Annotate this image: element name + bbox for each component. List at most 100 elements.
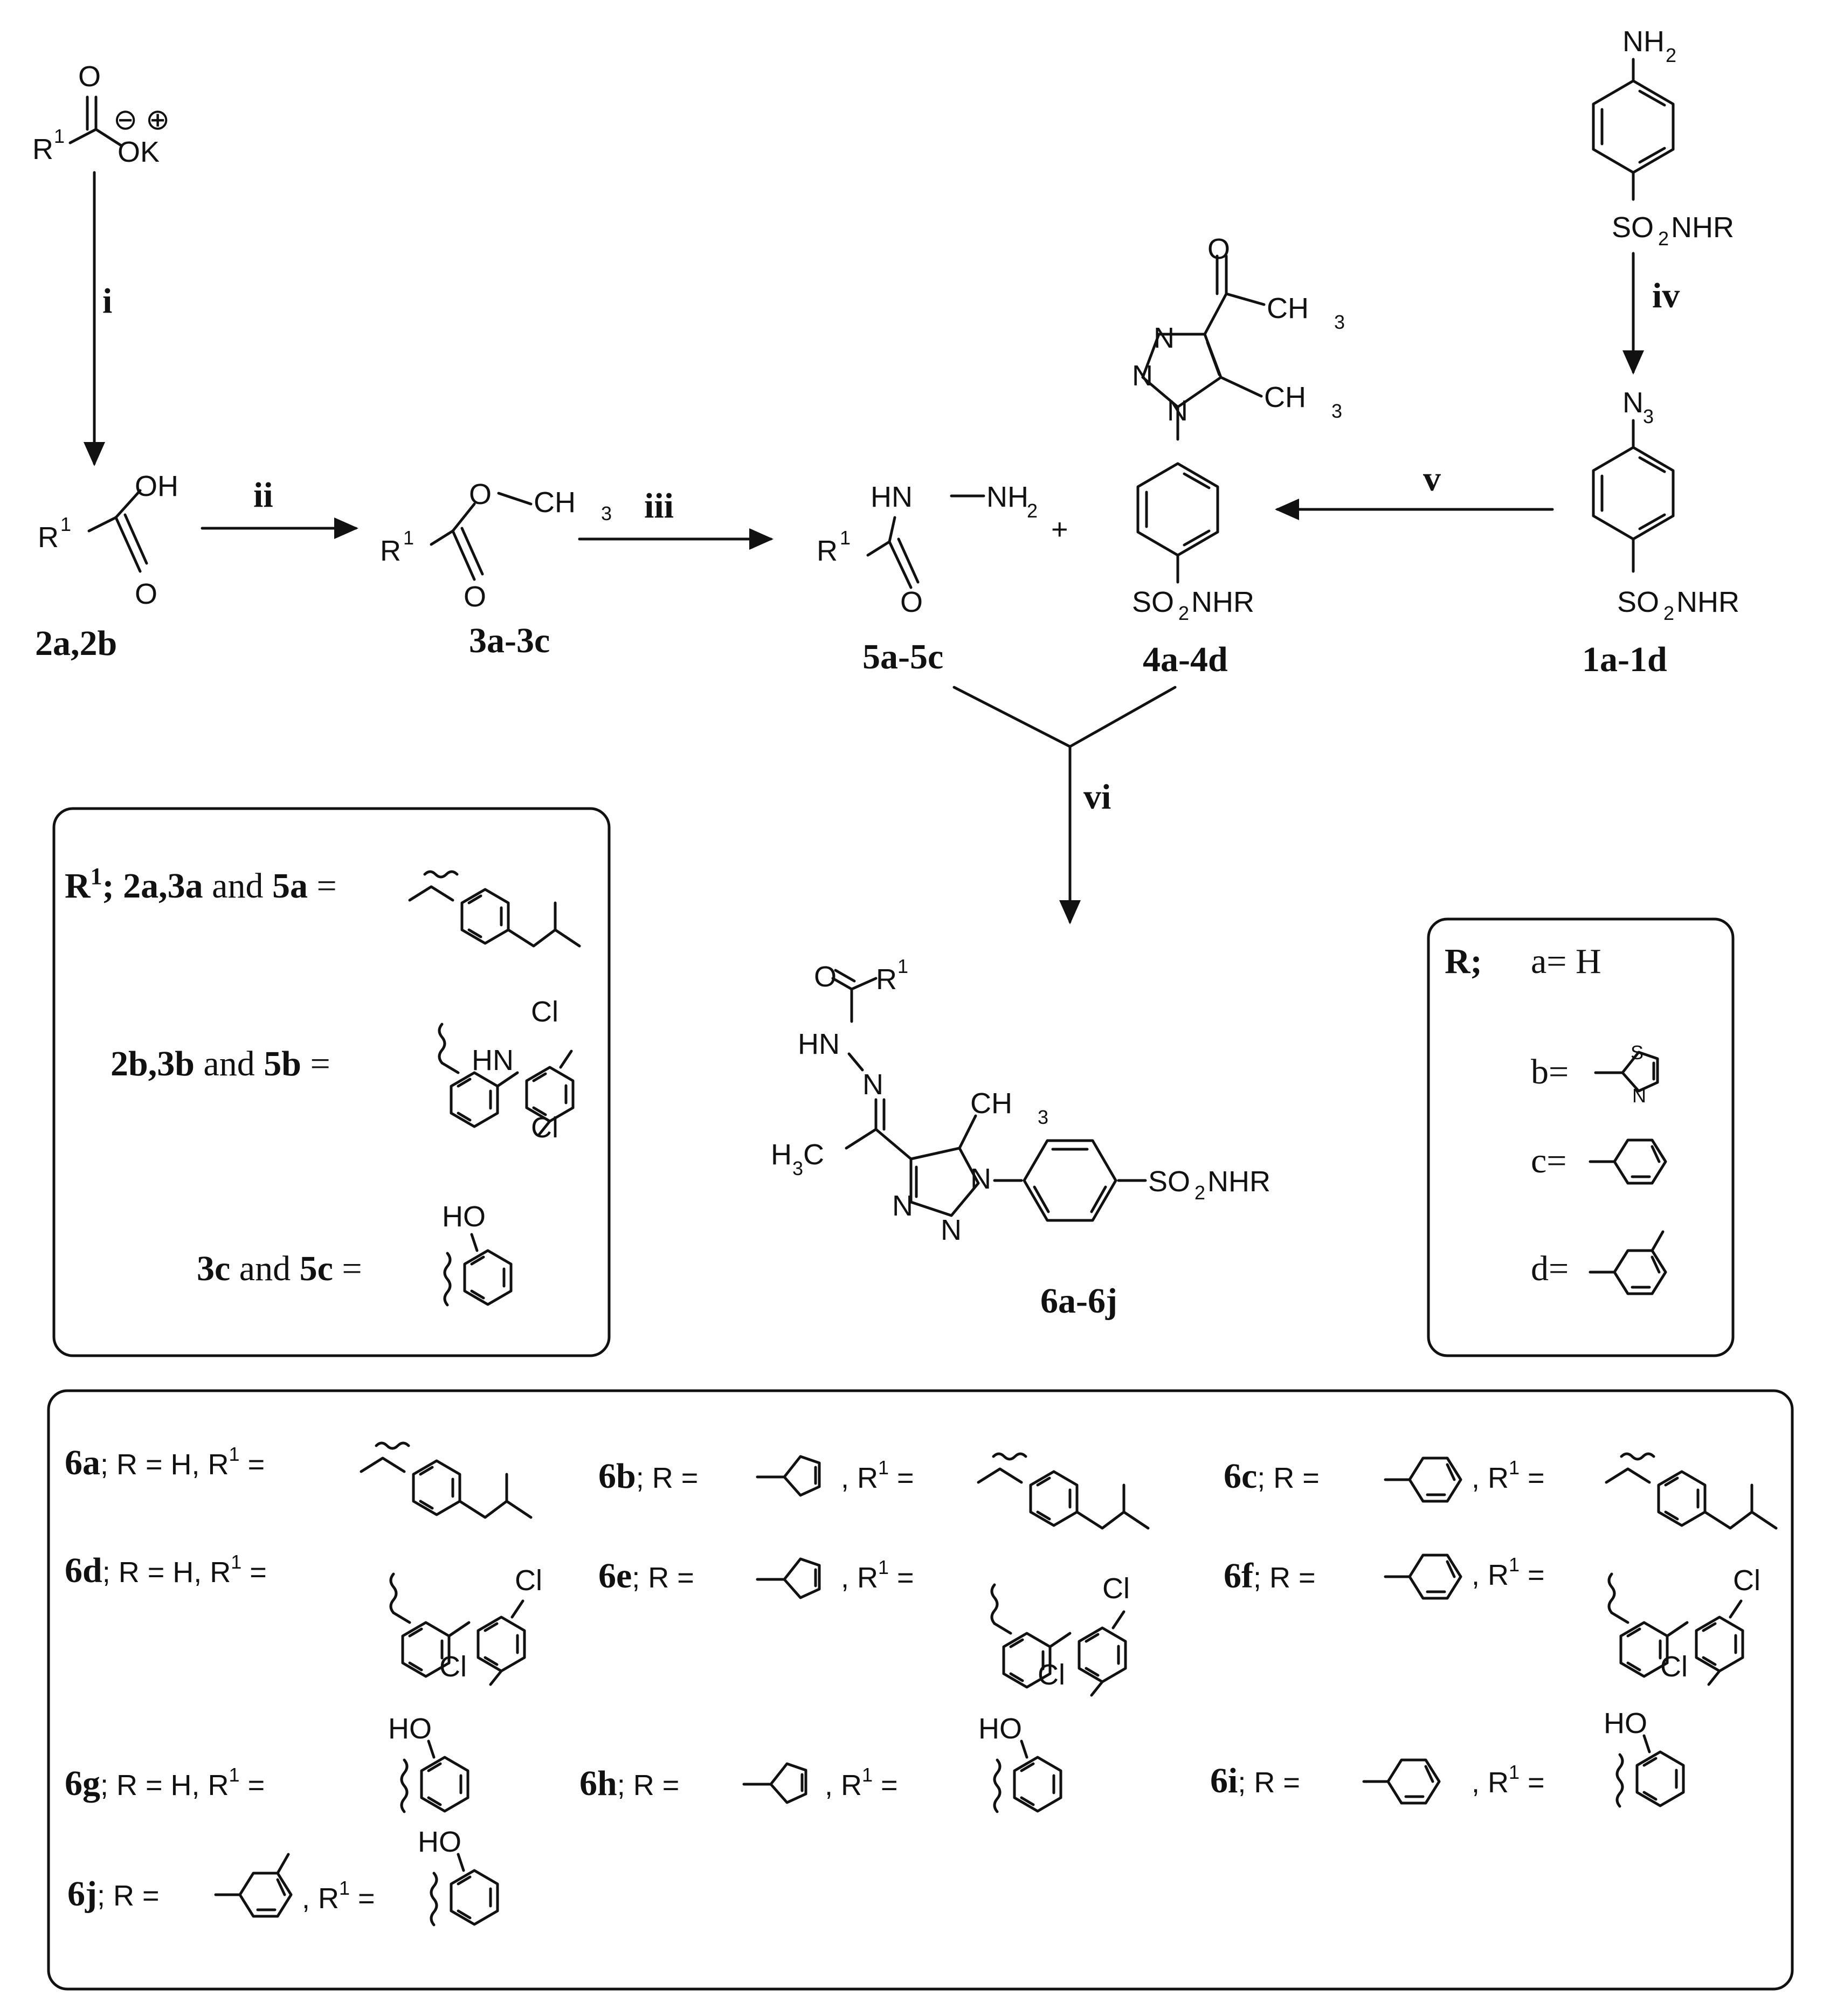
svg-text:6h; R =: 6h; R =	[579, 1764, 679, 1803]
svg-text:6f; R =: 6f; R =	[1224, 1556, 1316, 1596]
atom-Cl: Cl	[531, 1111, 558, 1144]
atom-N: N	[1132, 360, 1153, 392]
product-6b: 6b; R = , R1 =	[598, 1454, 1148, 1528]
atom-N: N	[1167, 395, 1188, 427]
compound-2: 2a,2b	[35, 624, 117, 663]
atom-HO: HO	[388, 1713, 432, 1745]
svg-text:, R1 =: , R1 =	[302, 1877, 375, 1915]
atom-CH3: CH	[1267, 292, 1309, 325]
product-6e: 6e; R = , R1 = Cl Cl	[598, 1556, 1130, 1695]
atom-sub2: 2	[1663, 602, 1674, 624]
atom-HO: HO	[1604, 1707, 1647, 1739]
compound-5: 5a-5c	[862, 637, 943, 676]
atom-HN: HN	[798, 1028, 840, 1060]
product-6a: 6a; R = H, R1 =	[65, 1443, 531, 1517]
atom-R1: R	[380, 535, 401, 567]
atom-sup1: 1	[403, 527, 414, 549]
sulfonamide-structure: NH 2 SO 2 NHR	[1593, 25, 1734, 250]
atom-sup1: 1	[60, 513, 71, 535]
svg-text:6e; R =: 6e; R =	[598, 1556, 694, 1596]
atom-H3C: H	[771, 1138, 792, 1171]
product-6c: 6c; R = , R1 =	[1224, 1454, 1776, 1528]
svg-text:R1; 2a,3a and 5a =: R1; 2a,3a and 5a =	[65, 863, 337, 906]
svg-text:, R1 =: , R1 =	[1472, 1554, 1545, 1591]
svg-text:2b,3b and 5b =: 2b,3b and 5b =	[111, 1044, 330, 1083]
atom-Cl: Cl	[439, 1651, 467, 1683]
atom-HO: HO	[442, 1200, 486, 1233]
atom-SO: SO	[1132, 586, 1174, 618]
r-option-d: d=	[1531, 1249, 1569, 1288]
triazole-structure: O CH 3 CH 3 N N N SO 2 NHR	[1132, 233, 1345, 624]
atom-O: O	[814, 961, 837, 993]
atom-sub2: 2	[1194, 1182, 1205, 1204]
atom-Cl: Cl	[1733, 1564, 1760, 1597]
compound-6: 6a-6j	[1040, 1281, 1117, 1321]
svg-text:6i; R =: 6i; R =	[1210, 1761, 1300, 1800]
atom-N: N	[941, 1214, 962, 1246]
atom-OH: OH	[135, 470, 178, 502]
atom-O: O	[1207, 233, 1230, 265]
svg-text:, R1 =: , R1 =	[825, 1764, 898, 1801]
svg-text:6c; R =: 6c; R =	[1224, 1456, 1320, 1496]
r1-definition-box	[52, 807, 611, 1357]
product-6g: 6g; R = H, R1 = HO	[65, 1713, 468, 1812]
ibuprofen-fragment	[410, 872, 579, 946]
atom-S: S	[1631, 1041, 1644, 1064]
atom-SO: SO	[1612, 211, 1654, 244]
atom-Cl: Cl	[1660, 1651, 1688, 1683]
products-box	[47, 1389, 1794, 1991]
atom-N: N	[892, 1190, 913, 1222]
atom-O: O	[464, 581, 486, 613]
product-6i: 6i; R = , R1 = HO	[1210, 1707, 1683, 1806]
r1-row-2: 2b,3b and 5b = Cl HN Cl	[111, 996, 573, 1144]
product-6j: 6j; R = , R1 = HO	[67, 1826, 498, 1925]
atom-Cl: Cl	[515, 1564, 542, 1597]
svg-text:6a; R = H, R1 =: 6a; R = H, R1 =	[65, 1443, 265, 1482]
product-6h: 6h; R = , R1 = HO	[579, 1713, 1061, 1812]
atom-N: N	[862, 1068, 883, 1101]
atom-OK: OK	[118, 136, 160, 168]
svg-text:, R1 =: , R1 =	[1472, 1456, 1545, 1494]
atom-N3: N	[1622, 386, 1644, 419]
atom-R1: R	[817, 535, 838, 567]
compound-4: 4a-4d	[1143, 640, 1228, 679]
reagent-v: v	[1423, 459, 1441, 499]
atom-N: N	[1632, 1085, 1646, 1107]
thiazole-ring	[1596, 1052, 1658, 1091]
atom-HN: HN	[472, 1044, 514, 1076]
atom-NHR: NHR	[1676, 586, 1739, 618]
svg-text:6b; R =: 6b; R =	[598, 1456, 698, 1496]
atom-Cl: Cl	[1102, 1572, 1130, 1605]
atom-NHR: NHR	[1207, 1165, 1270, 1198]
atom-sub3: 3	[792, 1157, 803, 1179]
atom-O: O	[469, 478, 492, 510]
atom-sub2: 2	[1666, 44, 1676, 66]
r-option-c: c=	[1531, 1141, 1567, 1180]
hydrazide-structure: HN NH 2 R 1 O	[817, 481, 1038, 618]
reagent-iii: iii	[644, 486, 674, 526]
atom-SO: SO	[1148, 1165, 1190, 1198]
atom-sup1: 1	[897, 955, 908, 977]
atom-NH2: NH	[1622, 25, 1665, 58]
atom-sub3: 3	[1643, 405, 1654, 427]
atom-sup1: 1	[840, 527, 851, 549]
plus-charge: ⊕	[146, 103, 170, 136]
atom-R1: R	[38, 521, 59, 554]
potassium-salt-structure: O R 1 OK ⊖ ⊕	[32, 60, 170, 168]
r-option-b: b=	[1531, 1052, 1569, 1092]
atom-NH2: NH	[986, 481, 1028, 513]
salicyl-fragment	[445, 1234, 511, 1305]
r-definition-box	[1427, 917, 1735, 1357]
svg-text:6d; R = H, R1 =: 6d; R = H, R1 =	[65, 1551, 267, 1590]
atom-O: O	[135, 578, 157, 610]
atom-sub3: 3	[601, 502, 612, 524]
methylpyrimidine-ring	[1590, 1251, 1666, 1294]
compound-3: 3a-3c	[469, 621, 550, 660]
r-box-title: R;	[1445, 942, 1482, 981]
atom-O: O	[78, 60, 101, 93]
atom-NHR: NHR	[1191, 586, 1254, 618]
atom-N: N	[1154, 322, 1175, 354]
product-6f: 6f; R = , R1 = Cl Cl	[1224, 1554, 1760, 1684]
atom-sub3: 3	[1038, 1106, 1048, 1128]
